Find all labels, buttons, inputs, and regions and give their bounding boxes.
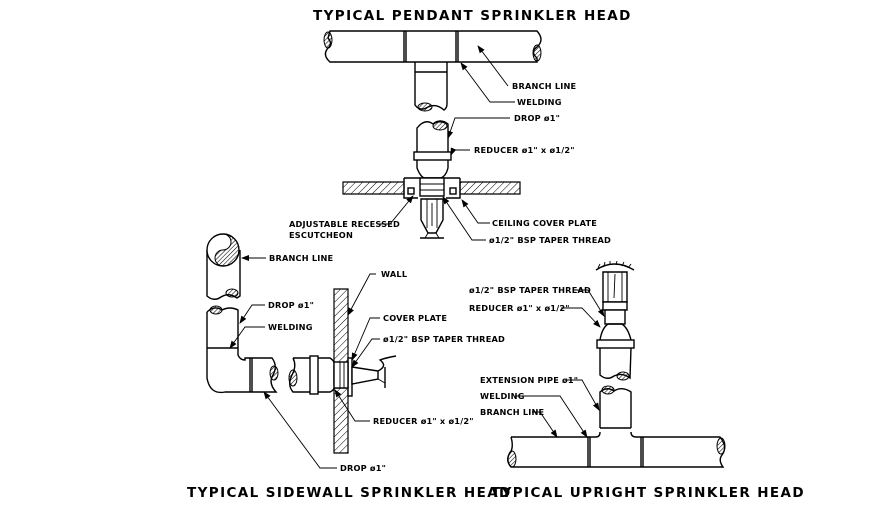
upright-title: TYPICAL UPRIGHT SPRINKLER HEAD	[491, 485, 805, 501]
sidewall-leaders	[229, 255, 380, 469]
label-branch-line: BRANCH LINE	[512, 81, 576, 91]
sidewall-branch-pipe	[206, 233, 241, 300]
thread-fitting	[333, 361, 349, 389]
pendant-branch-pipe	[323, 30, 542, 63]
label-drop: DROP ø1"	[268, 300, 314, 310]
pendant-drop-pipe	[413, 120, 452, 179]
label-escutcheon-line1: ADJUSTABLE RECESSED	[289, 219, 400, 229]
pendant-ceiling	[342, 177, 521, 199]
upright-extension-pipe	[599, 385, 632, 429]
label-cover-plate: COVER PLATE	[383, 313, 447, 323]
pipe-cut-section	[601, 385, 615, 395]
reducer-ring	[413, 151, 452, 161]
label-taper-thread: ø1/2" BSP TAPER THREAD	[469, 285, 591, 295]
sidewall-sprinkler-head	[351, 355, 397, 388]
pipe-cut-section	[716, 437, 726, 455]
sidewall-title: TYPICAL SIDEWALL SPRINKLER HEAD	[187, 485, 512, 501]
label-escutcheon-line2: ESCUTCHEON	[289, 230, 353, 240]
upright-branch-pipe	[507, 431, 726, 468]
label-welding: WELDING	[480, 391, 525, 401]
pendant-title: TYPICAL PENDANT SPRINKLER HEAD	[313, 8, 632, 24]
label-welding: WELDING	[268, 322, 313, 332]
pendant-sprinkler-head	[420, 198, 444, 239]
label-taper-thread: ø1/2" BSP TAPER THREAD	[489, 235, 611, 245]
deflector	[595, 263, 635, 271]
reducer-ring	[309, 355, 319, 395]
sidewall-detail: BRANCH LINE DROP ø1" WELDING WALL COVER …	[187, 233, 512, 501]
upright-detail: ø1/2" BSP TAPER THREAD REDUCER ø1" x ø1/…	[469, 260, 805, 501]
pipe-cut-section	[323, 31, 333, 49]
label-ceiling-cover-plate: CEILING COVER PLATE	[492, 218, 597, 228]
thread-fitting	[604, 309, 626, 325]
pipe-cut-section	[616, 371, 630, 381]
upright-sprinkler-head	[595, 260, 635, 325]
label-wall: WALL	[381, 269, 407, 279]
label-reducer: REDUCER ø1" x ø1/2"	[469, 303, 570, 313]
label-taper-thread: ø1/2" BSP TAPER THREAD	[383, 334, 505, 344]
pipe-cut-section	[288, 369, 298, 387]
label-drop-bottom: DROP ø1"	[340, 463, 386, 473]
pipe-cut-section	[225, 288, 239, 298]
pendant-leaders	[379, 45, 515, 241]
pipe-cut-section	[214, 233, 240, 267]
label-welding: WELDING	[517, 97, 562, 107]
label-reducer: REDUCER ø1" x ø1/2"	[373, 416, 474, 426]
label-branch-line: BRANCH LINE	[480, 407, 544, 417]
pipe-cut-section	[209, 305, 223, 315]
pipe-cut-section	[417, 102, 433, 112]
upright-reducer-extension	[596, 323, 635, 381]
label-drop: DROP ø1"	[514, 113, 560, 123]
pipe-cut-section	[269, 365, 279, 381]
pipe-cut-section	[532, 44, 542, 62]
label-reducer: REDUCER ø1" x ø1/2"	[474, 145, 575, 155]
pendant-detail: TYPICAL PENDANT SPRINKLER HEAD	[289, 8, 632, 245]
pipe-cut-section	[432, 121, 448, 131]
sidewall-wall	[333, 288, 353, 454]
label-branch-line: BRANCH LINE	[269, 253, 333, 263]
pendant-tee-stub	[414, 62, 448, 112]
sidewall-pipe-to-wall	[288, 355, 336, 395]
thread-fitting	[419, 177, 445, 197]
label-extension-pipe: EXTENSION PIPE ø1"	[480, 375, 578, 385]
reducer-ring	[596, 339, 635, 349]
upright-leaders	[515, 289, 605, 438]
pipe-cut-section	[507, 450, 517, 468]
